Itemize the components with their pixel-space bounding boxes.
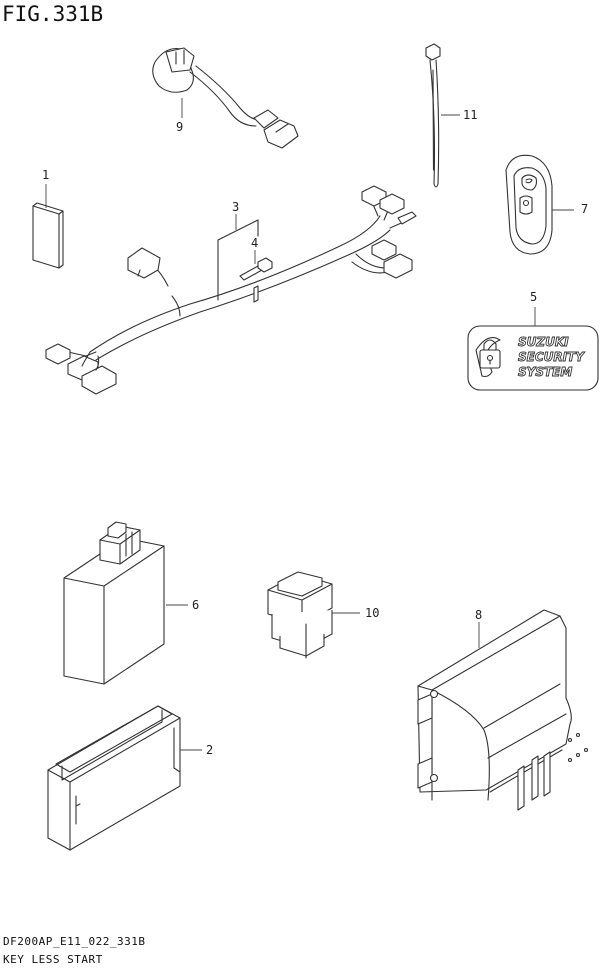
callout-7: 7 [581,202,589,216]
callout-5: 5 [530,290,538,304]
part-9-antenna-harness [152,47,299,149]
figure-title: FIG.331B [2,2,104,26]
part-5-security-emblem: SUZUKI SECURITY SYSTEM [467,325,599,391]
part-8-mounting-bracket [417,609,589,811]
security-logo-line2: SECURITY [518,350,585,364]
part-7-key-fob [505,154,553,255]
callout-9: 9 [176,120,184,134]
security-logo-line3: SYSTEM [518,365,572,379]
part-6-control-unit [63,521,165,685]
callout-2: 2 [206,743,214,757]
callout-4: 4 [251,236,259,250]
part-11-cable-tie [425,43,441,188]
figure-code: DF200AP_E11_022_331B [3,935,146,948]
part-4-screw [239,257,273,281]
callout-10: 10 [365,606,380,620]
callout-8: 8 [475,608,483,622]
callout-11: 11 [463,108,478,122]
figure-caption: KEY LESS START [3,953,103,966]
callout-3: 3 [232,200,240,214]
callout-6: 6 [192,598,200,612]
part-1-label-card [32,202,64,269]
part-2-holder-bracket [47,705,181,851]
part-10-relay-switch [267,571,333,659]
part-3-wiring-harness [45,185,417,395]
security-logo-line1: SUZUKI [518,335,569,349]
callout-1: 1 [42,168,50,182]
